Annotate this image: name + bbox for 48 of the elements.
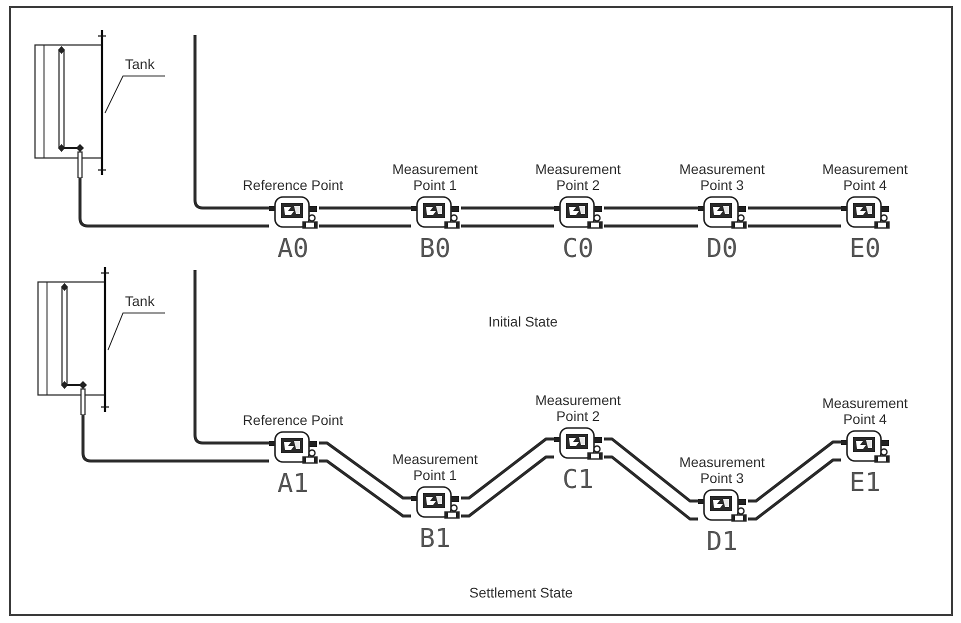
pipe [604, 456, 698, 520]
pipe [748, 458, 841, 520]
pipe [319, 442, 411, 500]
tank-label: Tank [125, 293, 155, 309]
point-id: B0 [419, 236, 451, 262]
tank-drawing [33, 28, 108, 178]
point-label: Measurement Point 1 [391, 451, 479, 484]
point-label: Measurement Point 2 [534, 392, 622, 425]
point-label: Measurement Point 2 [534, 161, 622, 194]
pipe [194, 35, 269, 210]
pipe [748, 206, 841, 210]
point-id: C0 [562, 236, 594, 262]
leader-line [108, 312, 166, 350]
state-caption: Initial State [488, 312, 558, 332]
point-id: A1 [277, 471, 309, 497]
pipe [461, 206, 554, 210]
point-id: B1 [419, 526, 451, 552]
pipe [461, 438, 554, 500]
pipe [194, 270, 269, 444]
point-label: Reference Point [242, 412, 344, 429]
point-id: C1 [562, 467, 594, 493]
point-label: Measurement Point 1 [391, 161, 479, 194]
point-label: Measurement Point 3 [678, 454, 766, 487]
point-label: Measurement Point 4 [821, 161, 909, 194]
pipe [748, 224, 841, 228]
point-label: Reference Point [242, 177, 344, 194]
state-caption: Settlement State [469, 584, 573, 602]
pipe [461, 456, 554, 518]
pipe [82, 415, 269, 462]
pipe [604, 206, 698, 210]
pipe [319, 206, 411, 210]
point-label: Measurement Point 4 [821, 395, 909, 428]
tank-label: Tank [125, 56, 155, 72]
point-label: Measurement Point 3 [678, 161, 766, 194]
pipe [604, 438, 698, 502]
point-id: E1 [849, 470, 881, 496]
point-id: A0 [277, 236, 309, 262]
pipe [461, 224, 554, 228]
point-id: D1 [706, 529, 738, 555]
pipe [748, 440, 841, 502]
point-id: E0 [849, 236, 881, 262]
pipe [78, 178, 269, 228]
leader-line [104, 76, 166, 114]
point-id: D0 [706, 236, 738, 262]
pipe [319, 224, 411, 228]
pipe [604, 224, 698, 228]
pipe [319, 460, 411, 518]
tank-drawing [36, 265, 111, 415]
